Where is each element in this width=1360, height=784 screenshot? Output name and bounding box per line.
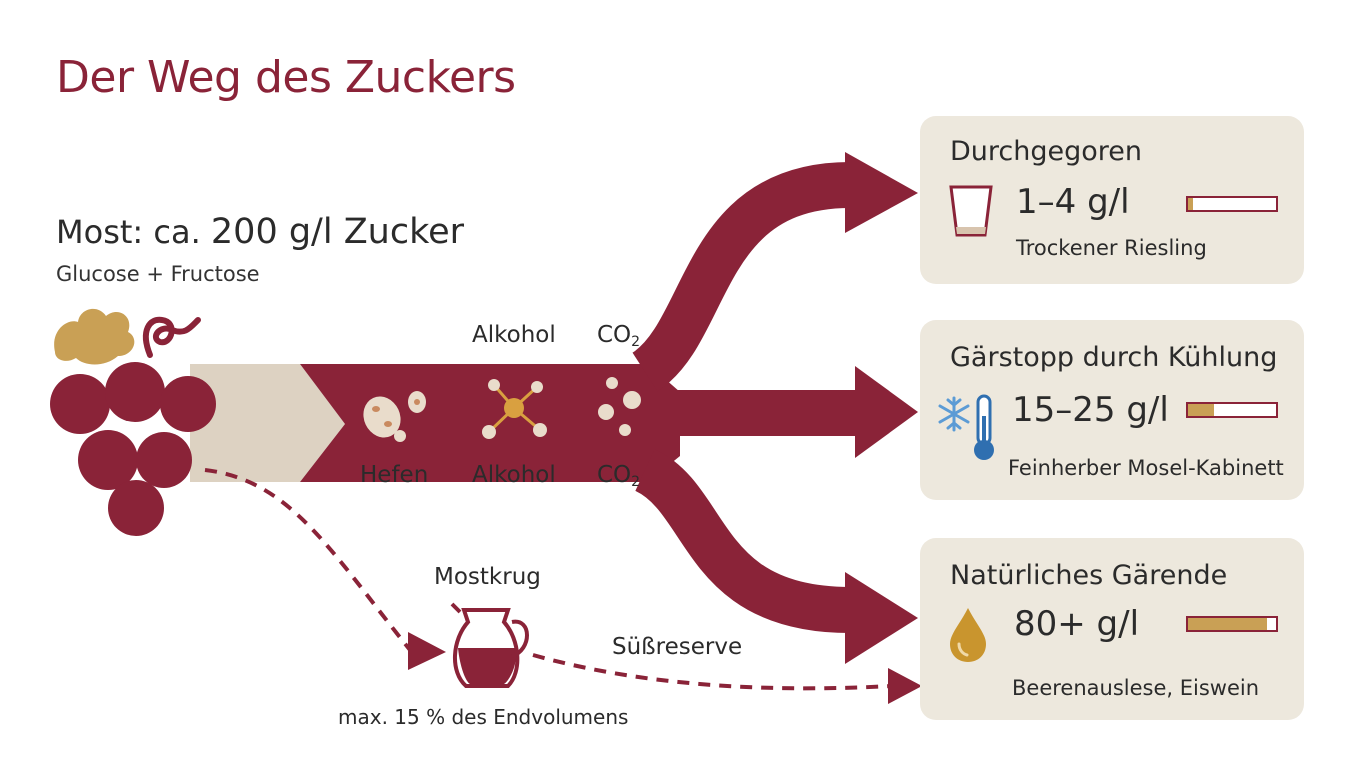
- sugar-level-bar: [1186, 402, 1278, 418]
- branch-arrow-dry: [631, 162, 851, 392]
- must-intake-arrow: [190, 364, 345, 482]
- most-amount: 200 g/l Zucker: [210, 212, 465, 252]
- label-reserve-note: max. 15 % des Endvolumens: [338, 705, 629, 729]
- most-prefix: Most: ca.: [56, 213, 211, 251]
- co2-bottom-subscript: 2: [631, 474, 641, 490]
- branch-arrow-sweet-head: [845, 572, 918, 664]
- branch-arrow-dry-head: [845, 152, 918, 233]
- label-suessreserve: Süßreserve: [612, 634, 743, 660]
- outcome-card-dry: Durchgegoren 1–4 g/l Trockener Riesling: [920, 116, 1304, 284]
- label-mostkrug: Mostkrug: [434, 564, 541, 590]
- yeast-icon: [363, 391, 426, 442]
- branch-arrow-stop: [670, 390, 860, 436]
- label-alkohol-top: Alkohol: [472, 322, 556, 348]
- jug-icon: [450, 602, 529, 688]
- alcohol-molecule-icon: [482, 379, 547, 439]
- most-subtitle: Glucose + Fructose: [56, 262, 260, 286]
- page-title: Der Weg des Zuckers: [56, 52, 516, 103]
- thermometer-icon: [938, 394, 994, 460]
- sugar-level-fill: [1188, 404, 1215, 416]
- reserve-path-to-sweet-head: [888, 668, 922, 704]
- branch-arrow-sweet: [633, 449, 851, 633]
- label-alkohol-bottom: Alkohol: [472, 462, 556, 488]
- branch-arrow-stop-head: [855, 366, 918, 458]
- glass-icon: [949, 185, 993, 237]
- outcome-title: Gärstopp durch Kühlung: [950, 342, 1278, 373]
- outcome-value: 15–25 g/l: [1012, 390, 1169, 430]
- grape-cluster-icon: [50, 308, 216, 536]
- outcome-card-stop: Gärstopp durch Kühlung 15–25 g/l Feinher…: [920, 320, 1304, 500]
- label-hefen: Hefen: [360, 462, 429, 488]
- label-co2-bottom: CO2: [597, 462, 640, 490]
- outcome-title: Natürliches Gärende: [950, 560, 1228, 591]
- co2-bottom-text: CO: [597, 462, 632, 488]
- outcome-example: Beerenauslese, Eiswein: [1012, 676, 1260, 700]
- most-sugar-label: Most: ca. 200 g/l Zucker: [56, 212, 464, 252]
- label-co2-top: CO2: [597, 322, 640, 350]
- sugar-level-bar: [1186, 616, 1278, 632]
- reserve-path-to-sweet: [532, 653, 893, 691]
- outcome-title: Durchgegoren: [950, 136, 1143, 167]
- reserve-path-to-jug: [204, 468, 412, 652]
- co2-bubbles-icon: [598, 377, 641, 436]
- outcome-card-sweet: Natürliches Gärende 80+ g/l Beerenausles…: [920, 538, 1304, 720]
- co2-top-text: CO: [597, 322, 632, 348]
- outcome-value: 80+ g/l: [1014, 604, 1140, 644]
- drop-icon: [950, 608, 986, 662]
- reserve-path-to-jug-head: [408, 632, 446, 670]
- outcome-value: 1–4 g/l: [1016, 182, 1130, 222]
- outcome-example: Trockener Riesling: [1016, 236, 1207, 260]
- outcome-example: Feinherber Mosel-Kabinett: [1008, 456, 1284, 480]
- sugar-level-bar: [1186, 196, 1278, 212]
- sugar-level-fill: [1188, 198, 1194, 210]
- sugar-level-fill: [1188, 618, 1268, 630]
- fermentation-stream: [300, 364, 680, 482]
- co2-top-subscript: 2: [631, 334, 641, 350]
